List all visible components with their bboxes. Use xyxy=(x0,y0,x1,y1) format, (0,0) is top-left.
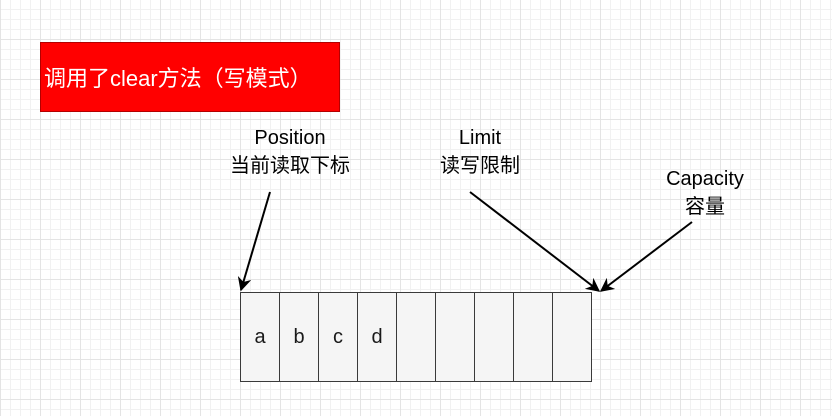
buffer-cell-6 xyxy=(474,292,514,382)
buffer-cell-7 xyxy=(513,292,553,382)
buffer-cell-0: a xyxy=(240,292,280,382)
position-label: Position 当前读取下标 xyxy=(210,124,370,180)
position-arrow xyxy=(237,191,271,292)
title-box: 调用了clear方法（写模式） xyxy=(40,42,340,112)
buffer-cell-4 xyxy=(396,292,436,382)
title-text: 调用了clear方法（写模式） xyxy=(44,66,312,91)
capacity-label: Capacity 容量 xyxy=(625,165,785,221)
position-label-zh: 当前读取下标 xyxy=(230,155,350,177)
position-label-en: Position xyxy=(254,127,326,149)
capacity-arrow xyxy=(599,221,693,292)
limit-arrow xyxy=(469,191,601,292)
limit-label-zh: 读写限制 xyxy=(440,155,520,177)
buffer-array: a b c d xyxy=(240,292,600,382)
limit-label-en: Limit xyxy=(458,127,502,149)
limit-label: Limit 读写限制 xyxy=(400,124,560,180)
buffer-cell-8 xyxy=(552,292,592,382)
capacity-label-en: Capacity xyxy=(666,168,744,190)
capacity-label-zh: 容量 xyxy=(685,196,725,218)
buffer-cell-1: b xyxy=(279,292,319,382)
